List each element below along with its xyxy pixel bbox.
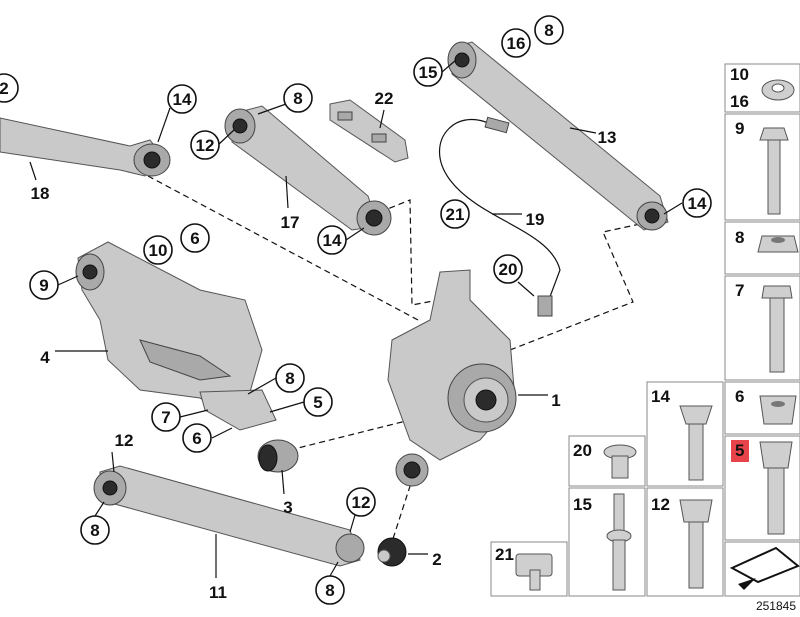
clip-21-icon: [515, 553, 553, 591]
hw-label-15: 15: [573, 495, 592, 514]
svg-text:6: 6: [190, 229, 199, 248]
svg-text:14: 14: [688, 194, 707, 213]
callout-8-top-right: 8: [534, 15, 564, 45]
svg-text:5: 5: [313, 393, 322, 412]
svg-text:14: 14: [173, 90, 192, 109]
svg-text:8: 8: [90, 521, 99, 540]
control-link-13: [447, 41, 669, 231]
label-19: 19: [526, 210, 545, 229]
hw-label-20: 20: [573, 441, 592, 460]
label-18: 18: [31, 184, 50, 203]
callout-8-upper: 8: [283, 83, 313, 113]
hw-label-5: 5: [735, 441, 744, 460]
svg-text:14: 14: [323, 231, 342, 250]
callout-21: 21: [440, 199, 470, 229]
svg-text:15: 15: [419, 63, 438, 82]
bracket-22: [329, 99, 409, 163]
trailing-arm-4: [75, 241, 277, 431]
svg-text:9: 9: [39, 276, 48, 295]
diagram-id: 251845: [756, 599, 796, 613]
callout-6-lower: 6: [182, 423, 212, 453]
svg-text:8: 8: [544, 21, 553, 40]
callout-14-upper-left: 14: [167, 84, 197, 114]
callout-2-top: 2: [0, 73, 19, 103]
svg-text:22: 22: [375, 89, 394, 108]
label-13: 13: [598, 128, 617, 147]
callout-9: 9: [29, 270, 59, 300]
label-11: 11: [209, 583, 227, 602]
bolt-7-icon: [761, 285, 793, 373]
callout-group: 2 14 8 22 16 8 15 12 14 21 14 10 6 9 20 …: [0, 15, 712, 605]
label-4: 4: [40, 348, 50, 367]
plain-labels: 18 17 13 19 4 1 3 2 11: [31, 128, 617, 602]
hw-label-6: 6: [735, 387, 744, 406]
bolt-9-icon: [759, 127, 789, 215]
callout-15: 15: [413, 57, 443, 87]
svg-text:16: 16: [507, 34, 526, 53]
wheel-carrier-1: [387, 269, 517, 487]
svg-text:7: 7: [161, 408, 170, 427]
bolt-14-icon: [679, 405, 713, 481]
callout-8-lower-left: 8: [80, 515, 110, 545]
leader-lines: [29, 59, 683, 578]
bushing-2: [377, 537, 407, 567]
bolt-12-icon: [679, 499, 713, 589]
callout-14-middle: 14: [317, 225, 347, 255]
callout-12-upper: 12: [190, 130, 220, 160]
svg-text:8: 8: [325, 581, 334, 600]
highlight-marker: [731, 440, 749, 462]
hw-label-12: 12: [651, 495, 670, 514]
hw-label-7: 7: [735, 281, 744, 300]
svg-text:2: 2: [0, 79, 9, 98]
svg-text:12: 12: [352, 493, 371, 512]
bolt-15-icon: [606, 493, 632, 591]
bolt-5-icon: [759, 441, 793, 535]
callout-6-upper: 6: [180, 223, 210, 253]
callout-22: 22: [375, 89, 394, 108]
bushing-3: [257, 439, 299, 473]
callout-20: 20: [493, 254, 523, 284]
hw-label-14: 14: [651, 387, 670, 406]
hw-label-8: 8: [735, 228, 744, 247]
label-17: 17: [281, 213, 300, 232]
callout-14-right: 14: [682, 188, 712, 218]
control-arm-18: [0, 117, 171, 177]
direction-arrow-icon: [729, 546, 800, 590]
screw-20-icon: [603, 444, 637, 479]
svg-text:21: 21: [446, 205, 465, 224]
nut-6-icon: [759, 395, 797, 425]
hw-label-9: 9: [735, 119, 744, 138]
callout-12-lower-left: 12: [115, 431, 134, 450]
hw-label-16: 16: [730, 92, 749, 111]
callout-16: 16: [501, 28, 531, 58]
hw-label-10: 10: [730, 65, 749, 84]
callout-12-lower-right: 12: [346, 487, 376, 517]
callout-5: 5: [303, 387, 333, 417]
svg-text:8: 8: [293, 89, 302, 108]
control-link-17: [224, 105, 392, 236]
callout-10: 10: [143, 235, 173, 265]
callout-8-lower-right: 8: [315, 575, 345, 605]
svg-text:12: 12: [196, 136, 215, 155]
svg-text:8: 8: [285, 369, 294, 388]
label-3: 3: [283, 498, 292, 517]
callout-8-middle: 8: [275, 363, 305, 393]
svg-text:20: 20: [499, 260, 518, 279]
sensor-cable-19: [438, 116, 561, 317]
callout-7: 7: [151, 402, 181, 432]
svg-text:6: 6: [192, 429, 201, 448]
label-1: 1: [551, 391, 560, 410]
svg-text:12: 12: [115, 431, 134, 450]
svg-text:10: 10: [149, 241, 168, 260]
dashed-assembly-lines: [147, 175, 641, 549]
hw-label-21: 21: [495, 545, 514, 564]
label-2: 2: [432, 550, 441, 569]
hardware-panel: 10 16 9 8 7 14 6 20 5 15 12 21: [490, 63, 800, 597]
control-link-11: [93, 465, 365, 567]
nut-8-icon: [757, 235, 799, 253]
